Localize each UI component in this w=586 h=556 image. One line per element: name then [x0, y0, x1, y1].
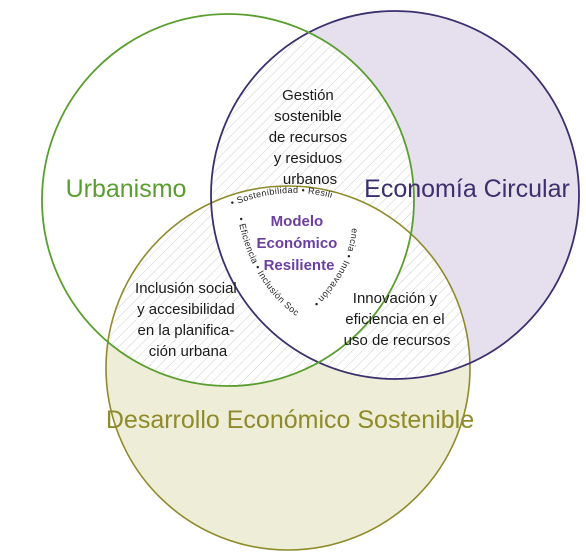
text-urb-des: Inclusión social y accesibilidad en la p… — [135, 280, 241, 360]
label-economia-circular: Economía Circular — [364, 175, 570, 203]
label-desarrollo: Desarrollo Económico Sostenible — [106, 406, 474, 434]
text-eco-des: Innovación y eficiencia en el uso de rec… — [344, 290, 451, 349]
label-urbanismo: Urbanismo — [66, 175, 187, 203]
outline-urbanismo — [41, 13, 415, 387]
text-urb-eco: Gestión sostenible de recursos y residuo… — [269, 87, 352, 188]
outline-economia — [210, 10, 580, 380]
outline-desarrollo — [105, 185, 471, 551]
text-center-model: Modelo Económico Resiliente — [256, 213, 341, 274]
